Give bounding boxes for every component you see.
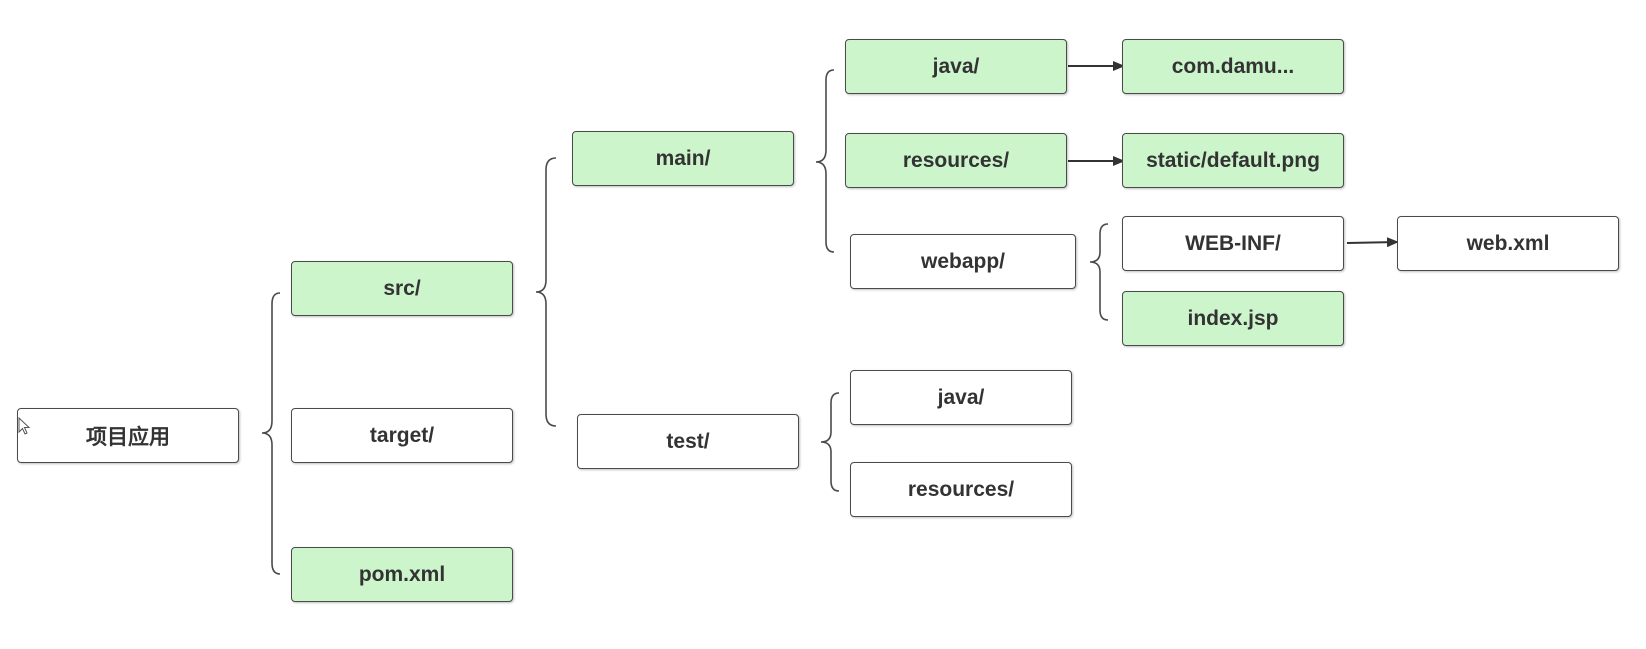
node-main[interactable]: main/ (572, 131, 794, 186)
node-label: 项目应用 (86, 425, 170, 449)
node-test-resources[interactable]: resources/ (850, 462, 1072, 517)
node-main-resources[interactable]: resources/ (845, 133, 1067, 188)
bracket-root (261, 292, 281, 575)
node-label: main/ (655, 146, 711, 170)
mouse-pointer-icon (18, 417, 31, 435)
node-label: web.xml (1466, 231, 1550, 255)
node-test-java[interactable]: java/ (850, 370, 1072, 425)
node-label: resources/ (907, 477, 1015, 501)
node-web-inf[interactable]: WEB-INF/ (1122, 216, 1344, 271)
node-label: static/default.png (1146, 148, 1320, 172)
node-label: pom.xml (358, 562, 446, 586)
node-test[interactable]: test/ (577, 414, 799, 469)
node-label: com.damu... (1171, 54, 1295, 78)
node-webapp[interactable]: webapp/ (850, 234, 1076, 289)
node-pom-xml[interactable]: pom.xml (291, 547, 513, 602)
node-label: java/ (932, 54, 980, 78)
bracket-test (820, 392, 840, 492)
node-main-java[interactable]: java/ (845, 39, 1067, 94)
node-com-damu[interactable]: com.damu... (1122, 39, 1344, 94)
node-label: test/ (666, 429, 710, 453)
node-label: webapp/ (920, 249, 1005, 273)
node-label: target/ (369, 423, 435, 447)
bracket-main (815, 69, 835, 253)
bracket-src (535, 157, 557, 427)
node-label: WEB-INF/ (1185, 231, 1281, 255)
node-label: index.jsp (1187, 306, 1279, 330)
node-static-default-png[interactable]: static/default.png (1122, 133, 1344, 188)
bracket-webapp (1089, 223, 1109, 321)
node-label: java/ (937, 385, 985, 409)
arrow-web-inf-to-web-xml (1346, 237, 1399, 248)
node-root-project-app[interactable]: 项目应用 (17, 408, 239, 463)
node-index-jsp[interactable]: index.jsp (1122, 291, 1344, 346)
node-label: resources/ (902, 148, 1010, 172)
node-target[interactable]: target/ (291, 408, 513, 463)
node-src[interactable]: src/ (291, 261, 513, 316)
node-label: src/ (383, 276, 421, 300)
node-web-xml[interactable]: web.xml (1397, 216, 1619, 271)
